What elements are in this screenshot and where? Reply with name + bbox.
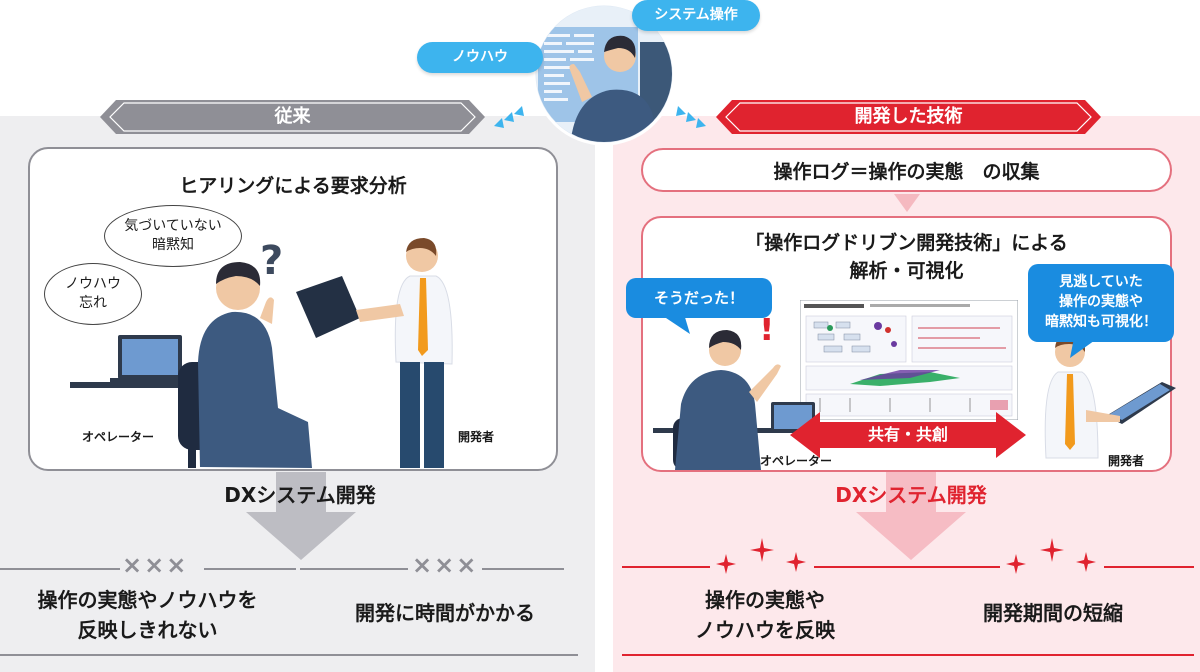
new-tech-header-banner <box>716 100 1101 134</box>
unaware-tacit-knowledge-thought: 気づいていない 暗黙知 <box>104 205 242 267</box>
right-developer-label: 開発者 <box>1108 454 1145 468</box>
conventional-header-banner <box>100 100 485 134</box>
left-bad-marks-2: ××× <box>408 551 483 579</box>
right-result-shorten: 開発期間の短縮 <box>983 601 1123 625</box>
share-cocreate-label: 共有・共創 <box>867 425 948 444</box>
svg-text:?: ? <box>260 238 283 284</box>
left-dx-label: DXシステム開発 <box>224 483 376 507</box>
left-developer-label: 開発者 <box>458 430 495 444</box>
operator-bubble-tail <box>660 314 690 334</box>
right-result-reflect: 操作の実態や ノウハウを反映 <box>695 588 835 642</box>
forgotten-knowhow-thought: ノウハウ 忘れ <box>44 263 142 325</box>
sparkle-icon-1 <box>716 538 806 574</box>
log-down-chevron <box>894 194 920 212</box>
operation-log-pill: 操作ログ＝操作の実態 の収集 <box>641 148 1172 192</box>
left-divider-bottom <box>0 654 578 656</box>
signal-marks-left <box>494 106 524 128</box>
share-cocreate-arrow <box>790 412 1026 458</box>
system-operator-illustration <box>532 2 676 146</box>
left-result-reflect: 操作の実態やノウハウを 反映しきれない <box>37 588 258 642</box>
right-divider-c <box>1104 566 1194 568</box>
right-divider-b <box>814 566 1000 568</box>
log-driven-card-title: 「操作ログドリブン開発技術」による 解析・可視化 <box>745 232 1068 282</box>
knowhow-bubble: ノウハウ <box>417 42 543 73</box>
right-dx-label: DXシステム開発 <box>835 483 987 507</box>
system-ops-bubble: システム操作 <box>632 0 760 31</box>
right-divider-a <box>622 566 710 568</box>
developer-bubble-tail <box>1070 338 1098 358</box>
log-visualization-dashboard <box>800 300 1018 420</box>
hearing-scene-illustration: ? <box>70 238 453 468</box>
new-tech-header-label: 開発した技術 <box>854 106 963 127</box>
right-divider-bottom <box>622 654 1194 656</box>
conventional-header-label: 従来 <box>274 106 311 127</box>
right-down-arrow <box>856 472 966 560</box>
svg-text:!: ! <box>759 318 775 349</box>
left-operator-label: オペレーター <box>82 430 155 444</box>
left-bad-marks-1: ××× <box>122 551 189 579</box>
left-result-time: 開発に時間がかかる <box>355 601 535 625</box>
sparkle-icon-2 <box>1006 538 1096 574</box>
left-down-arrow <box>246 472 356 560</box>
left-divider-a <box>0 568 120 570</box>
operator-speech-bubble: そうだった！ <box>626 278 772 318</box>
right-developer-illustration <box>1044 334 1176 459</box>
developer-speech-bubble: 見逃していた 操作の実態や 暗黙知も可視化！ <box>1028 264 1174 342</box>
right-operator-label: オペレーター <box>760 454 833 468</box>
signal-marks-right <box>676 106 706 128</box>
left-divider-b <box>204 568 564 570</box>
hearing-card-title: ヒアリングによる要求分析 <box>179 175 407 197</box>
left-divider-gap <box>296 568 300 570</box>
